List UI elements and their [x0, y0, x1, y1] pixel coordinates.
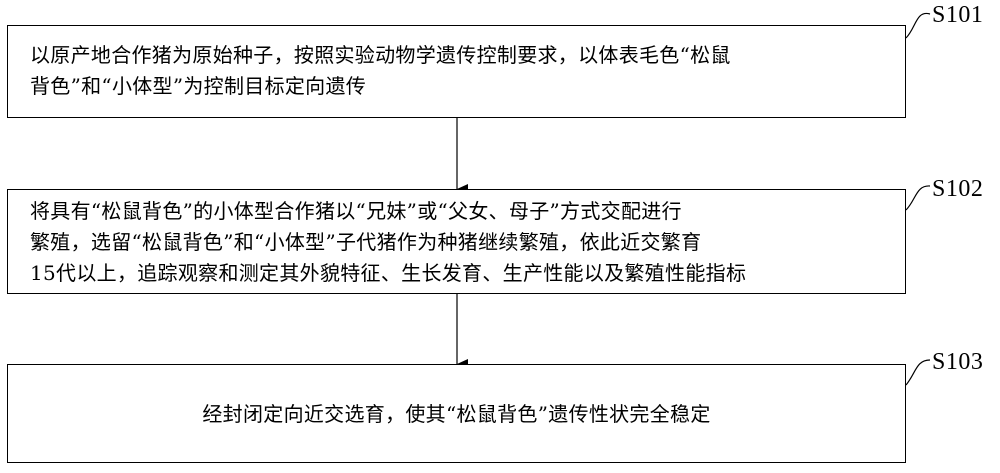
step-s101-line-1: 以原产地合作猪为原始种子，按照实验动物学遗传控制要求，以体表毛色“松鼠: [30, 43, 731, 67]
step-box-s101: 以原产地合作猪为原始种子，按照实验动物学遗传控制要求，以体表毛色“松鼠 背色”和…: [7, 25, 906, 118]
step-label-s102: S102: [932, 176, 984, 202]
leader-curve-s103: [905, 359, 931, 386]
step-label-s101: S101: [932, 2, 984, 28]
step-box-s103: 经封闭定向近交选育，使其“松鼠背色”遗传性状完全稳定: [7, 364, 906, 463]
step-s102-line-3: 15代以上，追踪观察和测定其外貌特征、生长发育、生产性能以及繁殖性能指标: [30, 261, 747, 285]
step-s102-line-2: 繁殖，选留“松鼠背色”和“小体型”子代猪作为种猪继续繁殖，依此近交繁育: [30, 230, 702, 254]
step-s103-line-1: 经封闭定向近交选育，使其“松鼠背色”遗传性状完全稳定: [202, 402, 711, 426]
step-s101-line-2: 背色”和“小体型”为控制目标定向遗传: [30, 74, 367, 98]
leader-curve-s102: [905, 185, 931, 211]
step-label-s103: S103: [932, 349, 984, 375]
step-box-s102: 将具有“松鼠背色”的小体型合作猪以“兄妹”或“父女、母子”方式交配进行 繁殖，选…: [7, 189, 906, 294]
step-s102-line-1: 将具有“松鼠背色”的小体型合作猪以“兄妹”或“父女、母子”方式交配进行: [30, 199, 682, 223]
leader-curve-s101: [905, 12, 931, 39]
